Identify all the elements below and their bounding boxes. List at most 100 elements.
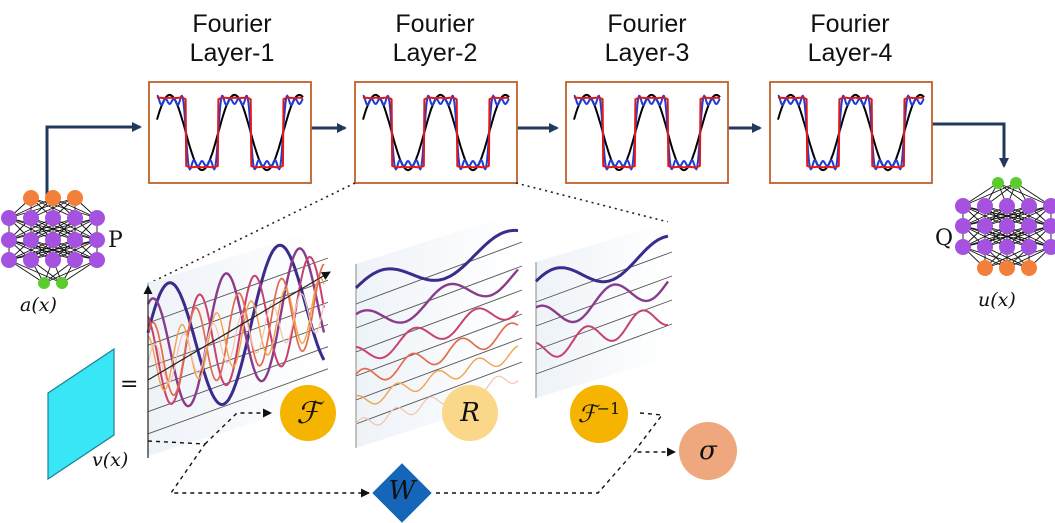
layer-2-title-line1: Fourier xyxy=(395,10,475,38)
layer-1-title: Fourier Layer-1 xyxy=(152,10,312,68)
sigma-symbol: σ xyxy=(699,436,717,466)
zoom-line-left xyxy=(147,182,356,285)
network-node xyxy=(67,190,83,206)
operator-wiring xyxy=(147,408,676,498)
network-node xyxy=(1,210,17,226)
mode-wave xyxy=(147,263,325,396)
lift-network-p xyxy=(1,190,105,289)
network-edge xyxy=(962,225,1030,248)
network-node xyxy=(977,239,993,255)
network-node xyxy=(1021,260,1037,276)
spatial-modes-panel xyxy=(146,228,329,456)
mode-wave xyxy=(147,293,325,384)
network-edge xyxy=(962,182,1017,207)
network-node xyxy=(1,252,17,268)
inverse-fourier-symbol: ℱ xyxy=(577,400,597,428)
fourier-symbol: ℱ xyxy=(296,395,320,431)
mode-baseline xyxy=(147,368,329,435)
network-node xyxy=(56,277,68,289)
network-node xyxy=(1043,218,1055,234)
input-function-label: a(x) xyxy=(20,294,57,316)
network-node xyxy=(23,210,39,226)
mode-baseline xyxy=(147,257,329,324)
network-node xyxy=(977,218,993,234)
network-edge xyxy=(52,239,98,261)
network-node xyxy=(23,190,39,206)
layer-1-title-line2: Layer-1 xyxy=(189,39,275,67)
wire-v-branch xyxy=(147,440,370,498)
network-edge xyxy=(984,246,1052,269)
square-wave xyxy=(156,96,303,169)
input-arrow xyxy=(45,122,142,198)
frequency-axis xyxy=(147,271,331,381)
network-edge xyxy=(8,217,54,241)
network-node xyxy=(955,218,971,234)
network-node xyxy=(992,177,1004,189)
lift-p-label: P xyxy=(108,228,123,253)
mode-baseline xyxy=(355,337,523,401)
network-node xyxy=(23,252,39,268)
v-function-label: v(x) xyxy=(92,449,129,471)
network-edge xyxy=(984,225,1052,248)
network-edge xyxy=(1006,246,1052,269)
mode-wave xyxy=(146,243,326,407)
main-flow-arrows xyxy=(45,122,1009,198)
square-wave xyxy=(777,96,924,169)
network-node xyxy=(1021,218,1037,234)
network-node xyxy=(955,198,971,214)
inverse-fourier-node: ℱ −1 xyxy=(570,385,628,443)
fourier-layer-4-box xyxy=(769,81,933,184)
network-edge xyxy=(962,205,1052,227)
network-edge xyxy=(30,239,98,261)
network-node xyxy=(999,260,1015,276)
network-node xyxy=(67,232,83,248)
fourier-layer-1-box xyxy=(148,81,312,184)
network-node xyxy=(999,218,1015,234)
mode-baseline xyxy=(535,275,673,327)
fourier-transform-node: ℱ xyxy=(280,385,336,441)
network-node xyxy=(89,252,105,268)
project-network-q xyxy=(955,177,1055,276)
mode-wave xyxy=(535,309,669,358)
network-edge xyxy=(30,217,98,241)
network-edge xyxy=(30,197,76,219)
network-edge xyxy=(52,217,98,241)
network-node xyxy=(1010,177,1022,189)
network-edge xyxy=(8,239,98,261)
network-edge xyxy=(1006,205,1052,227)
network-node xyxy=(89,232,105,248)
inverse-exponent: −1 xyxy=(596,398,621,418)
mode-baseline xyxy=(535,299,673,351)
network-edge xyxy=(43,259,98,284)
layer-2-title: Fourier Layer-2 xyxy=(355,10,515,68)
layer-4-title-line1: Fourier xyxy=(810,10,890,38)
panel-backdrop xyxy=(148,228,324,456)
network-node xyxy=(1043,239,1055,255)
r-linear-transform-node: R xyxy=(442,385,498,441)
network-edge xyxy=(962,225,1052,248)
fourier-layer-2-box xyxy=(354,81,518,184)
network-node xyxy=(1021,198,1037,214)
sigma-activation-node: σ xyxy=(679,422,737,480)
mode-wave xyxy=(147,276,325,392)
mode-baseline xyxy=(535,323,673,375)
wire-to-fourier xyxy=(204,408,272,445)
network-edge xyxy=(984,205,1052,227)
layer-3-title: Fourier Layer-3 xyxy=(567,10,727,68)
network-node xyxy=(1043,198,1055,214)
network-node xyxy=(45,252,61,268)
layer-2-title-line2: Layer-2 xyxy=(392,39,478,67)
square-wave xyxy=(362,96,509,169)
mode-baseline xyxy=(355,289,523,353)
mode-baseline xyxy=(147,301,329,368)
project-q-label: Q xyxy=(935,226,954,251)
mode-wave xyxy=(355,345,519,405)
network-node xyxy=(67,210,83,226)
network-node xyxy=(1,232,17,248)
mode-wave xyxy=(535,280,669,324)
mode-wave xyxy=(355,268,519,324)
mode-baseline xyxy=(355,313,523,377)
network-edge xyxy=(8,217,76,241)
network-edge xyxy=(962,205,1030,227)
mode-wave xyxy=(354,228,519,289)
